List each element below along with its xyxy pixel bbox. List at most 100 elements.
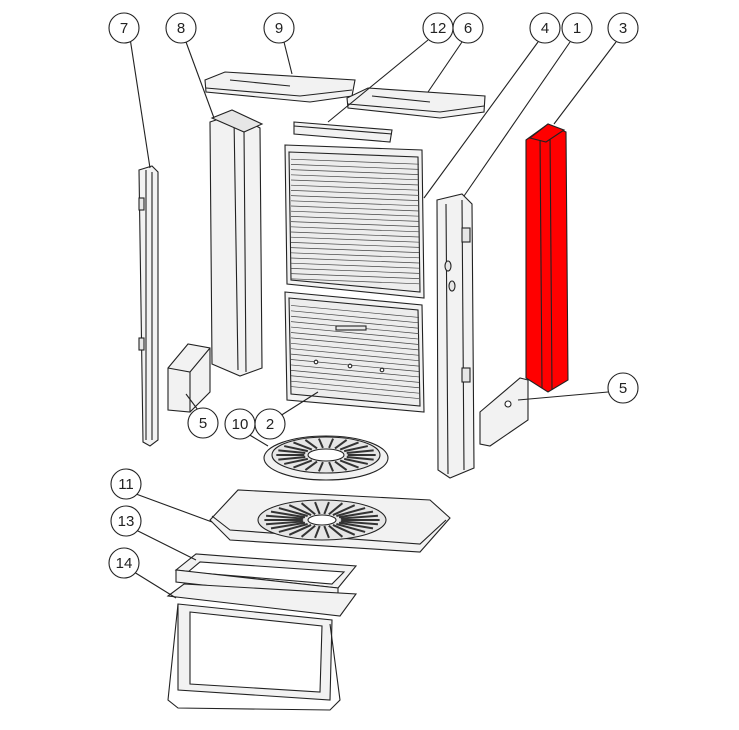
panel-rib bbox=[290, 164, 420, 170]
panel-rib bbox=[290, 268, 420, 274]
callout-4: 4 bbox=[423, 12, 561, 199]
panel-rib bbox=[290, 252, 420, 259]
grate-slot bbox=[304, 439, 318, 450]
grate-slot bbox=[293, 441, 313, 451]
part-11-base-plate[interactable] bbox=[209, 489, 451, 553]
grate-slot bbox=[328, 524, 344, 538]
grate-slots bbox=[276, 438, 376, 472]
panel-rib bbox=[290, 158, 420, 165]
panel-rib bbox=[290, 210, 420, 217]
panel-rib bbox=[290, 174, 420, 181]
callout-7: 7 bbox=[108, 12, 151, 169]
part-1-right-column[interactable] bbox=[436, 193, 475, 479]
panel-rib bbox=[290, 242, 420, 248]
callout-5-left: 5 bbox=[185, 393, 219, 439]
grate-slot bbox=[300, 502, 316, 516]
grate-slot bbox=[343, 457, 369, 465]
panel-rib bbox=[290, 364, 420, 378]
panel-rib bbox=[290, 332, 420, 345]
grate-slot bbox=[336, 523, 366, 533]
grate-slot bbox=[332, 524, 356, 536]
panel-rib bbox=[290, 386, 420, 399]
grate-slot bbox=[340, 514, 379, 520]
grate-slot bbox=[270, 510, 306, 519]
grate-slot bbox=[278, 449, 306, 454]
part-5-left-block[interactable] bbox=[167, 343, 211, 413]
callout-3: 3 bbox=[553, 12, 639, 125]
svg-text:5: 5 bbox=[619, 380, 627, 397]
panel-rib bbox=[290, 375, 420, 389]
callout-1: 1 bbox=[463, 12, 593, 197]
svg-text:2: 2 bbox=[266, 416, 274, 433]
grate-slot bbox=[288, 504, 312, 516]
part-12-top-bar[interactable] bbox=[293, 121, 393, 143]
panel-rib bbox=[290, 205, 420, 212]
grate-slot bbox=[340, 520, 379, 526]
svg-text:8: 8 bbox=[177, 20, 185, 37]
panel-rib bbox=[290, 226, 420, 233]
grate-slot bbox=[346, 449, 374, 454]
panel-rib bbox=[290, 348, 420, 362]
panel-rib bbox=[290, 236, 420, 243]
panel-rib bbox=[290, 262, 420, 269]
callout-2: 2 bbox=[254, 391, 319, 440]
panel-rib bbox=[290, 231, 420, 238]
grate-slot bbox=[314, 501, 321, 515]
svg-text:10: 10 bbox=[232, 416, 249, 433]
part-13-frame[interactable] bbox=[174, 553, 358, 601]
part-6-top-slab[interactable] bbox=[346, 87, 486, 119]
grate-slot bbox=[323, 525, 330, 539]
grate-slot bbox=[300, 524, 316, 538]
grate-slot bbox=[339, 459, 359, 469]
panel-rib bbox=[290, 179, 420, 186]
svg-text:6: 6 bbox=[464, 20, 472, 37]
grate-slot bbox=[323, 501, 330, 515]
panel-rib bbox=[290, 200, 420, 207]
grate-slot bbox=[283, 457, 309, 465]
grate-slot bbox=[314, 525, 321, 539]
panel-rib bbox=[290, 216, 420, 222]
panel-rib bbox=[290, 305, 420, 318]
callout-13: 13 bbox=[110, 505, 197, 561]
panel-ribs bbox=[290, 158, 420, 285]
grate-slot bbox=[318, 461, 324, 472]
grate-slot bbox=[288, 524, 312, 536]
panel-rib bbox=[290, 326, 420, 340]
panel-rib bbox=[290, 337, 420, 351]
svg-text:4: 4 bbox=[541, 20, 549, 37]
svg-text:11: 11 bbox=[118, 476, 134, 493]
panel-rib bbox=[290, 310, 420, 324]
svg-text:12: 12 bbox=[430, 20, 447, 37]
panel-rib bbox=[290, 184, 420, 191]
grate-slot bbox=[346, 456, 374, 461]
grate-slot bbox=[334, 460, 348, 471]
panel-rib bbox=[290, 380, 420, 394]
part-7-side-strip[interactable] bbox=[138, 165, 159, 447]
grate-slot bbox=[265, 520, 304, 526]
grate-slot bbox=[332, 504, 356, 516]
part-5-right-block[interactable] bbox=[479, 377, 529, 447]
grate-slot bbox=[304, 460, 318, 471]
part-3-highlighted-column[interactable] bbox=[525, 123, 569, 393]
svg-text:1: 1 bbox=[573, 20, 581, 37]
part-2-lower-back-panel[interactable] bbox=[284, 291, 425, 413]
part-4-upper-back-panel[interactable] bbox=[284, 144, 425, 299]
svg-text:3: 3 bbox=[619, 20, 627, 37]
grate-slot bbox=[270, 521, 306, 530]
part-8-left-column[interactable] bbox=[209, 109, 264, 377]
callout-12: 12 bbox=[327, 12, 454, 123]
part-10-round-grate[interactable] bbox=[263, 435, 389, 481]
grate-slot bbox=[328, 502, 344, 516]
callout-9: 9 bbox=[263, 12, 295, 75]
part-14-ash-pan[interactable] bbox=[166, 583, 358, 711]
callout-11: 11 bbox=[110, 468, 213, 523]
panel-rib bbox=[290, 278, 420, 285]
panel-rib bbox=[290, 370, 420, 383]
grate-slot bbox=[334, 439, 348, 450]
part-9-top-slab[interactable] bbox=[204, 71, 356, 103]
panel-rib bbox=[290, 247, 420, 253]
panel-rib bbox=[290, 273, 420, 279]
callout-6: 6 bbox=[427, 12, 484, 93]
svg-text:7: 7 bbox=[120, 20, 128, 37]
svg-text:14: 14 bbox=[116, 555, 133, 572]
